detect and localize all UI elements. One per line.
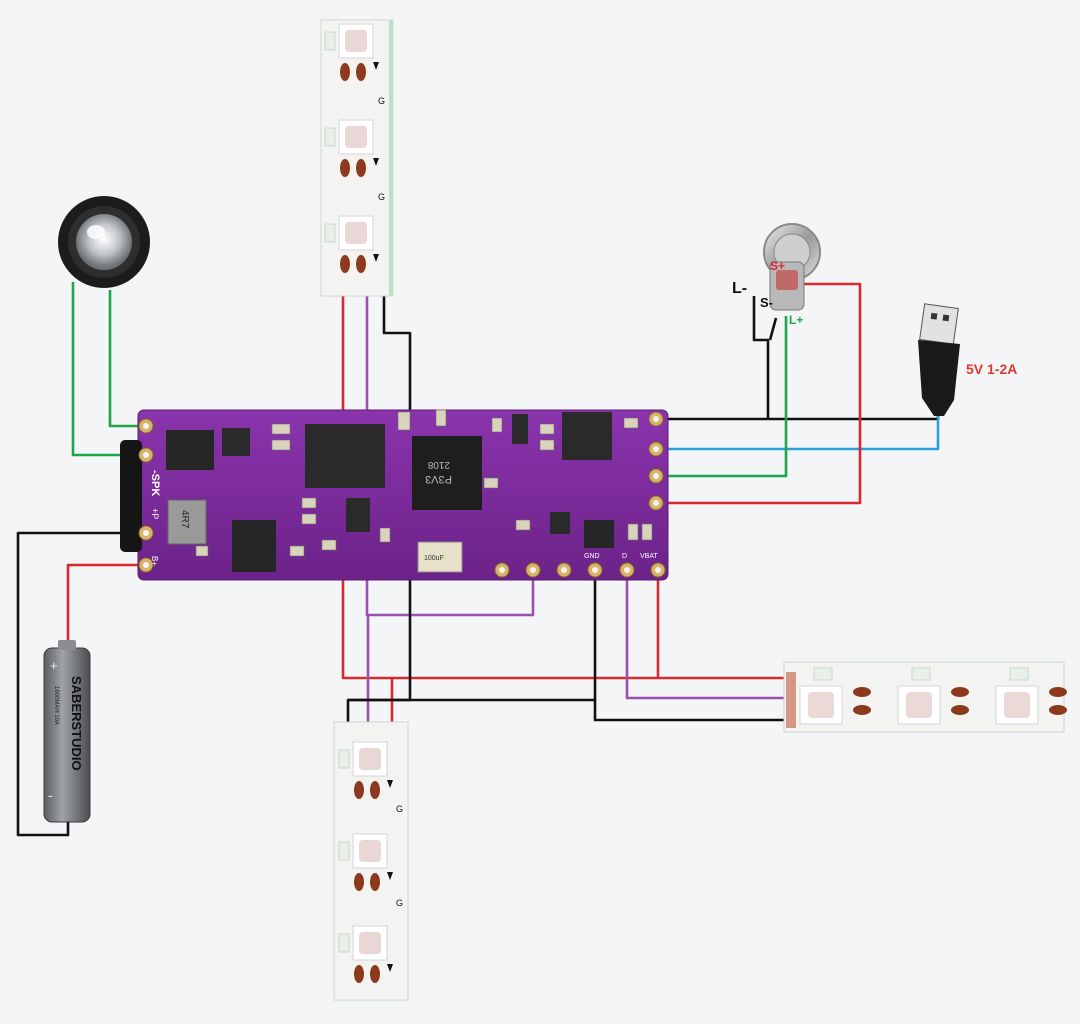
led-pixel (897, 667, 969, 725)
led-pixel (338, 925, 393, 983)
wire-right-purple (625, 572, 786, 700)
smd-components (195, 409, 653, 557)
cap-marking: 100uF (424, 555, 444, 562)
chip-marking-2: 2108 (427, 459, 450, 470)
switch-label-s-plus: S+ (770, 259, 785, 273)
switch-label-s-minus: S- (760, 295, 773, 310)
silk-spk-pos: +P (150, 508, 160, 519)
push-switch: S+ L- S- L+ (732, 223, 821, 327)
led-strip-top: GG (320, 19, 394, 297)
usb-power-label: 5V 1-2A (966, 361, 1017, 377)
left-pads (138, 418, 154, 573)
usb-plug: 5V 1-2A (918, 303, 1017, 416)
right-pads (648, 411, 664, 511)
wire-usb-blue (656, 412, 940, 451)
led-pixel (324, 215, 379, 273)
strip-right-solder (786, 672, 796, 728)
bottom-pads (494, 562, 666, 578)
led-strip-bottom: GG (333, 721, 409, 1001)
wire-right-black (593, 700, 786, 722)
wire-switch-black-2 (768, 317, 778, 341)
speaker (58, 196, 150, 288)
battery-plus-label: + (50, 658, 58, 673)
led-pixel (995, 667, 1067, 725)
wire-bottom-black (348, 572, 597, 702)
led-pixel (799, 667, 871, 725)
led-pixel (324, 119, 379, 177)
switch-label-l-minus: L- (732, 280, 747, 297)
wire-switch-red (656, 282, 862, 505)
strip-gnd-label: G (396, 804, 403, 814)
board-chips: P3V3 2108 4R7 100uF (166, 412, 614, 573)
battery-brand: SABERSTUDIO (69, 676, 84, 771)
switch-label-l-plus: L+ (789, 313, 803, 327)
led-strip-right (783, 661, 1067, 733)
silk-inductor: 4R7 (179, 510, 190, 529)
wire-speaker-green-2 (108, 290, 145, 428)
strip-gnd-label: G (396, 898, 403, 908)
led-pixel (324, 23, 379, 81)
sound-board: -SPK +P B+ VBAT GND D P3V3 21 (120, 409, 669, 581)
led-pixel (338, 833, 393, 891)
silk-gnd: GND (584, 553, 600, 560)
silk-d: D (622, 553, 627, 560)
strip-gnd-label: G (378, 96, 385, 106)
wire-switch-black (752, 296, 770, 419)
led-pixel (338, 741, 393, 799)
chip-marking-1: P3V3 (425, 473, 452, 485)
battery-capacity: 1600MAH 10A (53, 686, 59, 725)
silk-bat: B+ (150, 556, 159, 566)
silk-vbat: VBAT (640, 553, 658, 560)
wire-switch-green (656, 316, 788, 478)
battery-minus-label: - (48, 787, 53, 803)
strip-gnd-label: G (378, 192, 385, 202)
battery: + - SABERSTUDIO 1600MAH 10A (43, 640, 91, 823)
wire-battery-black (16, 531, 148, 837)
silk-spk-neg: -SPK (149, 470, 161, 496)
wire-battery-red (66, 563, 148, 648)
wire-usb-black (656, 412, 940, 421)
